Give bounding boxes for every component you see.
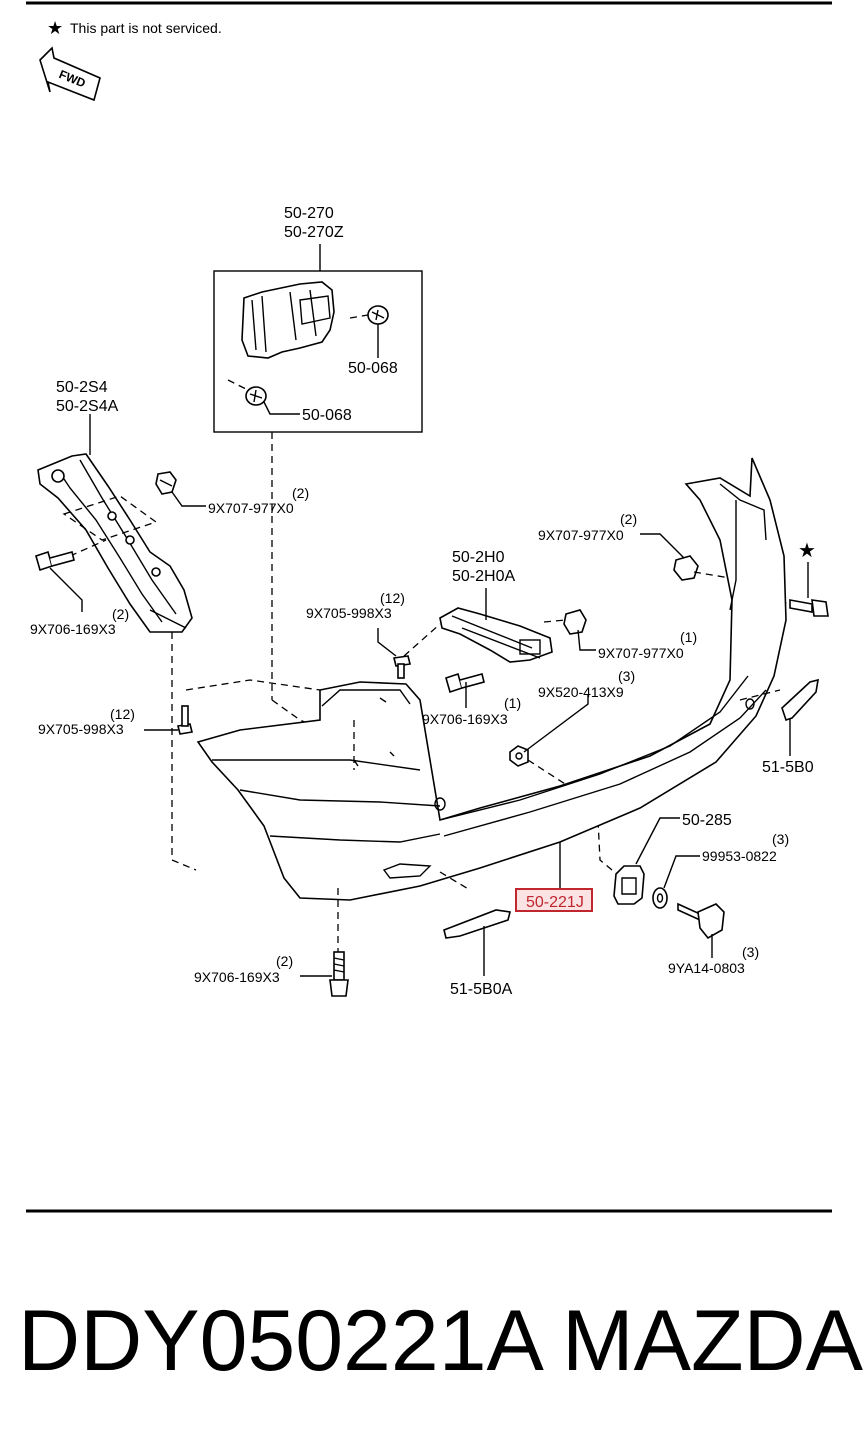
label-bolt: 9YA14-0803 — [668, 960, 745, 976]
label-clip-center: 9X707-977X0 — [598, 645, 684, 661]
label-bracket-top-2: 50-270Z — [284, 224, 344, 241]
label-clip-a: 50-068 — [348, 360, 398, 377]
footer-part-number: DDY050221A — [18, 1293, 545, 1389]
label-screw-left: 9X706-169X3 — [30, 621, 116, 637]
pad-50-285 — [613, 865, 645, 905]
label-screw-left-qty: (2) — [112, 606, 129, 622]
leader-rivet-center — [377, 628, 397, 657]
label-nut: 9X520-413X9 — [538, 684, 624, 700]
leader-screw-left — [49, 567, 83, 612]
label-screw-bottom: 9X706-169X3 — [194, 969, 280, 985]
dash-side-to-bumper — [171, 859, 197, 871]
clip-9x707-right — [673, 555, 699, 581]
label-reflector-right: 51-5B0 — [762, 759, 814, 776]
note-text: This part is not serviced. — [70, 20, 222, 36]
label-nut-qty: (3) — [618, 668, 635, 684]
leader-washer — [663, 855, 700, 889]
dash-rivet-left — [185, 679, 321, 691]
clip-9x707-left — [155, 471, 177, 495]
leader-clip-left — [171, 491, 206, 507]
leader-nut — [523, 694, 589, 753]
screw-star-right — [789, 599, 829, 617]
label-clip-b: 50-068 — [302, 407, 352, 424]
upper-bracket-part — [241, 281, 335, 359]
label-clip-center-qty: (1) — [680, 629, 697, 645]
star-marker: ★ — [798, 540, 816, 562]
label-washer-qty: (3) — [772, 831, 789, 847]
clip-50-068-upper — [367, 305, 389, 325]
dash-clip-b — [227, 379, 249, 391]
label-screw-center-qty: (1) — [504, 695, 521, 711]
dash-clip-right — [693, 571, 731, 579]
label-side-bracket-1: 50-2S4 — [56, 379, 108, 396]
dash-side-screw — [69, 539, 107, 557]
screw-9x706-center — [445, 672, 485, 694]
label-rivet-left-qty: (12) — [110, 706, 135, 722]
fwd-arrow-icon: FWD — [39, 46, 101, 102]
label-side-bracket-2: 50-2S4A — [56, 398, 119, 415]
screw-9x706-bottom — [329, 951, 349, 997]
label-washer: 99953-0822 — [702, 848, 777, 864]
label-bracket-top-1: 50-270 — [284, 205, 334, 222]
dash-side-bracket-outline — [62, 495, 158, 541]
note-star: ★ — [47, 18, 63, 38]
bracket-box — [213, 270, 423, 433]
center-bracket-part — [439, 607, 553, 663]
side-bracket-part — [37, 453, 193, 633]
rivet-9x705-center — [393, 655, 411, 679]
bumper-highlight-box[interactable] — [515, 888, 593, 912]
clip-9x707-center — [563, 609, 587, 635]
label-rivet-center-qty: (12) — [380, 590, 405, 606]
label-pad: 50-285 — [682, 812, 732, 829]
dash-rivet-center — [403, 623, 441, 657]
label-center-bracket-1: 50-2H0 — [452, 549, 505, 566]
label-clip-left: 9X707-977X0 — [208, 500, 294, 516]
bolt-9ya14 — [677, 902, 725, 940]
label-clip-right: 9X707-977X0 — [538, 527, 624, 543]
rear-bumper-part — [196, 457, 787, 901]
leader-clip-right — [640, 533, 685, 559]
dash-reflector-left — [439, 871, 471, 891]
dash-clip-a — [349, 314, 369, 319]
label-rivet-center: 9X705-998X3 — [306, 605, 392, 621]
nut-9x520 — [509, 745, 529, 767]
reflector-left-part — [443, 909, 511, 939]
label-screw-bottom-qty: (2) — [276, 953, 293, 969]
leader-pad — [635, 817, 680, 865]
label-bolt-qty: (3) — [742, 944, 759, 960]
clip-50-068-lower — [245, 386, 267, 406]
dash-clip-center — [543, 619, 567, 623]
label-bumper[interactable]: 50-221J — [526, 894, 584, 911]
leader-clip-b — [263, 401, 300, 415]
label-clip-left-qty: (2) — [292, 485, 309, 501]
label-reflector-left: 51-5B0A — [450, 981, 513, 998]
washer-99953 — [652, 887, 668, 909]
reflector-right-part — [781, 678, 819, 722]
footer-brand: MAZDA — [562, 1293, 864, 1389]
label-rivet-left: 9X705-998X3 — [38, 721, 124, 737]
screw-9x706-left — [35, 550, 75, 572]
dash-reflector-right — [739, 689, 781, 701]
label-clip-right-qty: (2) — [620, 511, 637, 527]
label-screw-center: 9X706-169X3 — [422, 711, 508, 727]
rivet-9x705-left — [177, 705, 193, 735]
leader-clip-center — [577, 629, 596, 651]
label-center-bracket-2: 50-2H0A — [452, 568, 515, 585]
